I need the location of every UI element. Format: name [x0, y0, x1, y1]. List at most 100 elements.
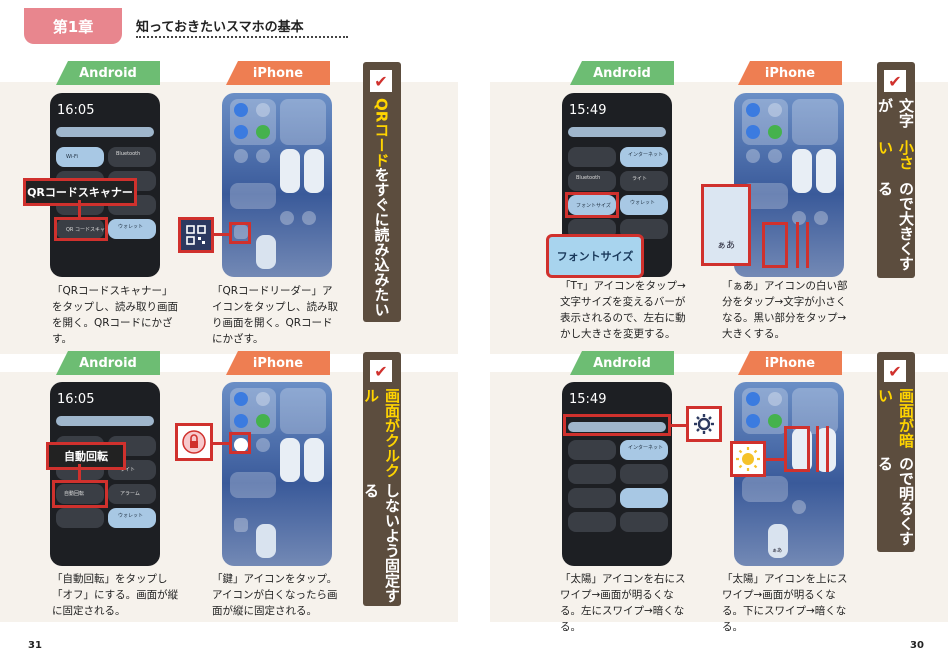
wallet-tile	[108, 219, 156, 239]
mirroring-button	[256, 438, 270, 452]
highlight-brightness-slider	[784, 426, 810, 472]
bluetooth-tile	[108, 147, 156, 167]
bluetooth-tile	[568, 464, 616, 484]
tab-iphone: iPhone	[226, 351, 330, 375]
alarm-tile	[108, 484, 156, 504]
check-icon: ✔	[370, 70, 392, 92]
brightness-connector	[671, 424, 686, 427]
camera-button	[302, 211, 316, 225]
brightness-bar	[56, 416, 154, 426]
volume-slider	[304, 149, 324, 193]
highlight-font-size-tile	[565, 192, 619, 218]
wifi-button	[746, 125, 760, 139]
bluetooth-tile-label: Bluetooth	[116, 151, 141, 157]
media-group	[792, 99, 838, 145]
brightness-slider	[792, 149, 812, 193]
mirroring-button	[768, 149, 782, 163]
heading-band-fontsize: ✔ 文字が小さいので大きくする	[876, 62, 915, 278]
tab-iphone: iPhone	[226, 61, 330, 85]
android-caption-qr: 「QRコードスキャナー」をタップし、読み取り画面を開く。QRコードにかざす。	[52, 285, 178, 345]
chapter-title: 知っておきたいスマホの基本	[136, 20, 304, 35]
android-caption-brightness: 「太陽」アイコンを右にスワイプ→画面が明るくなる。左にスワイプ→暗くなる。	[560, 573, 686, 633]
text-size-aa-label: ぁあ	[772, 548, 783, 554]
qr-icon	[178, 217, 214, 253]
status-time: 15:49	[569, 103, 607, 118]
tab-android: Android	[56, 351, 160, 375]
bluetooth-button	[768, 125, 782, 139]
calculator-button	[792, 211, 806, 225]
bluetooth-tile	[568, 171, 616, 191]
heading-fontsize: 文字が小さいので大きくする	[876, 98, 915, 272]
brightness-gear-icon	[686, 406, 722, 442]
font-size-tile	[568, 195, 616, 215]
cellular-button	[256, 103, 270, 117]
highlight-text-size-tile	[762, 222, 788, 268]
text-size-tile	[768, 524, 788, 558]
status-time: 16:05	[57, 103, 95, 118]
rotation-lock-connector	[213, 442, 229, 445]
text-size-arrow-up	[796, 222, 799, 268]
brightness-slider	[280, 438, 300, 482]
wallet-tile-label: ウォレット	[118, 513, 144, 519]
volume-slider	[816, 149, 836, 193]
auto-rotate-tile	[56, 484, 104, 504]
font-size-tile	[568, 488, 616, 508]
cellular-button	[256, 392, 270, 406]
internet-tile-label: インターネット	[628, 152, 664, 158]
brightness-bar	[568, 127, 666, 137]
auto-rotate-tile-label: 自動回転	[64, 491, 85, 497]
status-time: 16:05	[57, 392, 95, 407]
qr-scanner-tile	[568, 147, 616, 167]
highlight-qr-tile	[54, 217, 108, 241]
highlight-brightness-bar	[563, 414, 671, 436]
home-tile	[742, 476, 788, 502]
page-number-left: 31	[28, 640, 42, 651]
tab-android: Android	[570, 61, 674, 85]
internet-tile	[620, 440, 668, 460]
airplane-button	[234, 103, 248, 117]
qr-reader-button	[234, 518, 248, 532]
camera-button	[814, 211, 828, 225]
check-icon: ✔	[884, 70, 906, 92]
light-tile-label: ライト	[632, 176, 648, 182]
tile-row4-left	[568, 512, 616, 532]
wallet-tile-label: ウォレット	[630, 200, 656, 206]
light-tile	[620, 171, 668, 191]
rotation-lock-button	[234, 438, 248, 452]
airplane-button	[746, 103, 760, 117]
media-group	[280, 388, 326, 434]
highlight-qr-reader	[229, 222, 251, 244]
wallet-tile-label: ウォレット	[118, 224, 144, 230]
qr-scanner-tile	[56, 508, 104, 528]
brightness-slider	[280, 149, 300, 193]
mirroring-button	[256, 149, 270, 163]
chapter-title-underline	[136, 36, 348, 38]
airplane-button	[234, 392, 248, 406]
heading-qr: QRコードをすぐに読み込みたい	[372, 98, 391, 318]
tab-android: Android	[570, 351, 674, 375]
heading-band-rotate: ✔ 画面がクルクルしないよう固定する	[362, 352, 401, 606]
bluetooth-button	[256, 414, 270, 428]
calculator-button	[280, 211, 294, 225]
light-tile-label: ライト	[120, 467, 136, 473]
qr-scanner-tile	[568, 440, 616, 460]
wifi-button	[234, 414, 248, 428]
rotation-lock-button	[746, 149, 760, 163]
brightness-arrow-up	[816, 426, 819, 472]
iphone-caption-rotate: 「鍵」アイコンをタップ。アイコンが白くなったら画面が縦に固定される。	[212, 573, 338, 617]
internet-tile	[620, 147, 668, 167]
iphone-caption-qr: 「QRコードリーダー」アイコンをタップし、読み取り画面を開く。QRコードにかざす…	[212, 285, 338, 345]
iphone-screenshot	[734, 93, 844, 277]
qr-connector	[214, 233, 229, 236]
text-size-enlarged: ぁあ	[701, 184, 751, 266]
callout-font-size: フォントサイズ	[546, 234, 644, 278]
text-size-tile	[256, 524, 276, 558]
iphone-caption-brightness: 「太陽」アイコンを上にスワイプ→画面が明るくなる。下にスワイプ→暗くなる。	[722, 573, 848, 633]
iphone-caption-fontsize: 「ぁあ」アイコンの白い部分をタップ→文字が小さくなる。黒い部分をタップ→大きくす…	[722, 280, 848, 340]
text-size-aa-label: ぁあ	[716, 241, 735, 251]
callout-auto-rotate: 自動回転	[46, 442, 126, 470]
wifi-button	[234, 125, 248, 139]
android-caption-fontsize: 「Tт」アイコンをタップ→文字サイズを変えるバーが表示されるので、左右に動かし大…	[560, 280, 686, 340]
qr-scanner-tile	[56, 219, 104, 239]
brightness-bar	[568, 422, 666, 432]
